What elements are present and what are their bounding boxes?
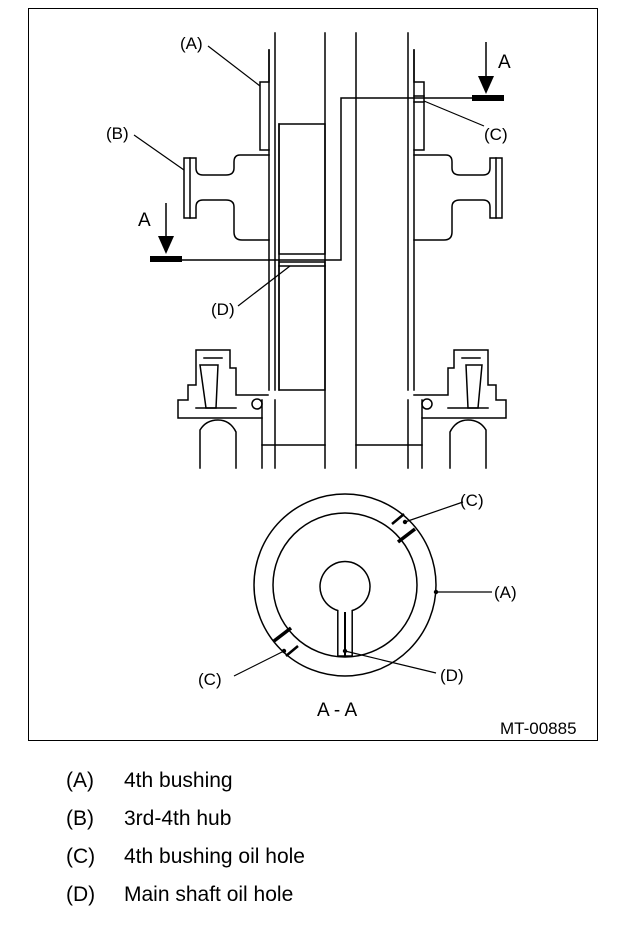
legend-label: 3rd-4th hub bbox=[124, 807, 232, 830]
callout-c-right: (C) bbox=[460, 491, 484, 510]
section-mark-upper: A bbox=[498, 52, 511, 73]
callout-d-upper: (D) bbox=[211, 300, 235, 319]
legend-item: (B) 3rd-4th hub bbox=[66, 806, 305, 844]
legend-key: (D) bbox=[66, 883, 96, 906]
third-fourth-hub-left bbox=[183, 154, 270, 241]
bearing-right bbox=[413, 349, 507, 469]
legend-key: (A) bbox=[66, 769, 94, 792]
callout-a-upper: (A) bbox=[180, 34, 203, 53]
legend-item: (A) 4th bushing bbox=[66, 768, 305, 806]
legend-key: (C) bbox=[66, 845, 96, 868]
callout-c-left: (C) bbox=[198, 670, 222, 689]
legend-label: Main shaft oil hole bbox=[124, 883, 294, 906]
cross-section-diagram: (A) (B) (C) (D) (C) (A) (C) (D) A A A - … bbox=[106, 32, 577, 738]
section-title: A - A bbox=[317, 700, 357, 721]
oil-passage bbox=[159, 95, 473, 267]
callout-c-upper: (C) bbox=[484, 125, 508, 144]
callout-a-right: (A) bbox=[494, 583, 517, 602]
section-arrow-left bbox=[150, 203, 182, 262]
legend-item: (C) 4th bushing oil hole bbox=[66, 844, 305, 882]
bearing-left bbox=[177, 349, 269, 469]
spline-blocks bbox=[278, 123, 326, 391]
callout-d-lower: (D) bbox=[440, 666, 464, 685]
section-view-aa bbox=[233, 493, 492, 677]
legend-item: (D) Main shaft oil hole bbox=[66, 882, 305, 920]
legend: (A) 4th bushing (B) 3rd-4th hub (C) 4th bus… bbox=[66, 768, 305, 920]
legend-key: (B) bbox=[66, 807, 94, 830]
figure-code: MT-00885 bbox=[500, 719, 577, 738]
legend-label: 4th bushing oil hole bbox=[124, 845, 305, 868]
callout-b: (B) bbox=[106, 124, 129, 143]
third-fourth-hub-right bbox=[413, 154, 503, 241]
section-mark-left: A bbox=[138, 210, 151, 231]
fourth-bushing bbox=[259, 49, 425, 391]
figure-frame bbox=[28, 8, 598, 741]
section-arrow-upper bbox=[472, 42, 504, 101]
legend-label: 4th bushing bbox=[124, 769, 233, 792]
main-shaft bbox=[261, 32, 423, 469]
